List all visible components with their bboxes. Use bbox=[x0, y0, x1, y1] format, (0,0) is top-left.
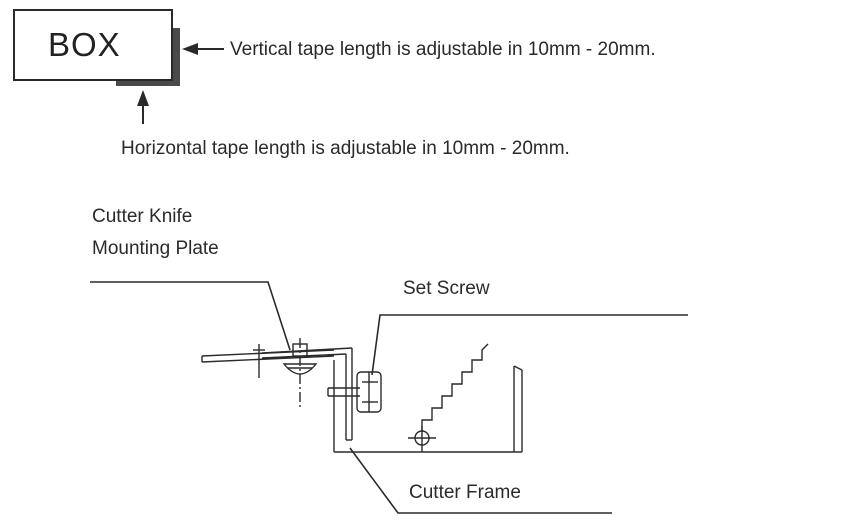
set-screw bbox=[327, 371, 382, 413]
box-outline bbox=[13, 9, 173, 81]
box-label: BOX bbox=[48, 26, 121, 63]
cutter-frame-leader bbox=[349, 447, 612, 514]
mounting-plate-bracket bbox=[261, 347, 353, 441]
set-screw-leader bbox=[371, 314, 688, 376]
blade-pin bbox=[253, 344, 265, 378]
mounting-plate-label-line1: Cutter Knife bbox=[92, 206, 193, 227]
cutter-frame-label: Cutter Frame bbox=[409, 482, 521, 503]
vertical-tape-arrow bbox=[182, 43, 224, 55]
set-screw-label: Set Screw bbox=[403, 278, 490, 299]
mounting-plate-label-line2: Mounting Plate bbox=[92, 238, 219, 259]
cutter-frame bbox=[333, 360, 523, 453]
mounting-bolt bbox=[282, 338, 318, 410]
crosshair-mark bbox=[408, 426, 436, 452]
mounting-plate-leader bbox=[90, 281, 291, 351]
horizontal-tape-note: Horizontal tape length is adjustable in … bbox=[121, 138, 570, 159]
horizontal-tape-arrow bbox=[137, 90, 149, 124]
stepped-edge bbox=[421, 343, 489, 432]
vertical-tape-note: Vertical tape length is adjustable in 10… bbox=[230, 39, 656, 60]
